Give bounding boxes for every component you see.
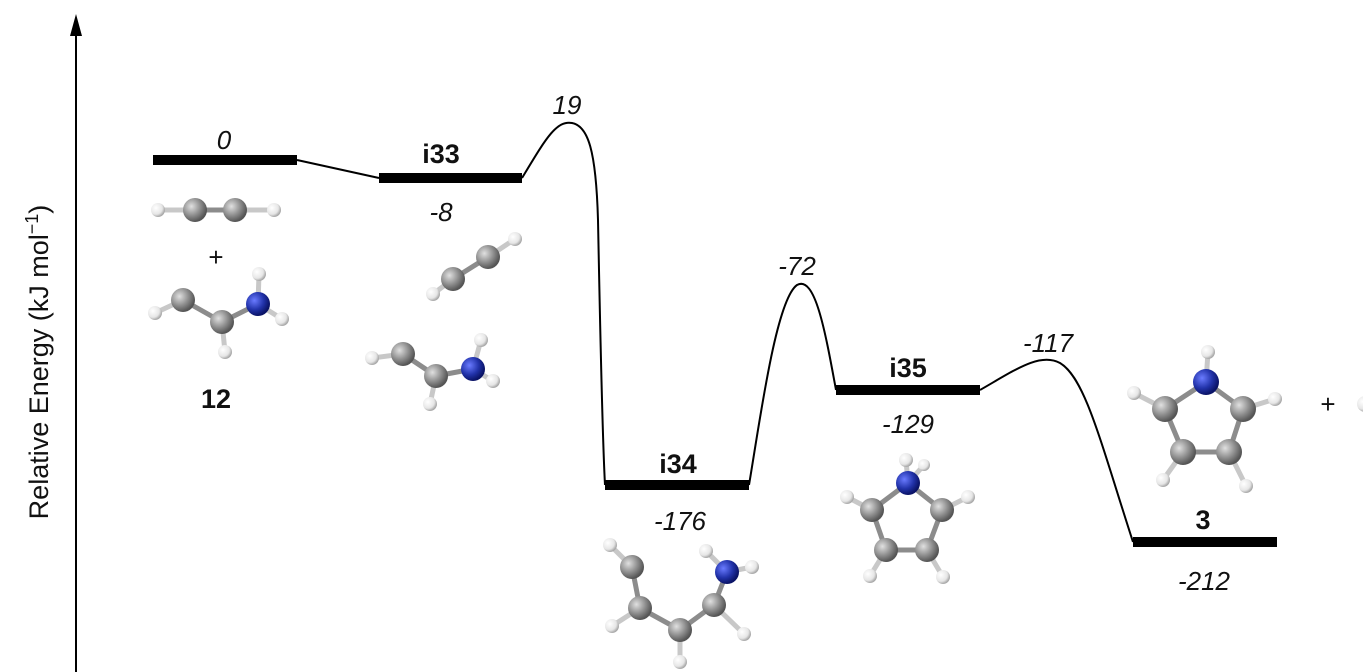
i35-ring-molecule [840,453,975,584]
species-label-i35: i35 [889,353,927,383]
plus-sign-products: + [1320,389,1335,419]
energy-value-i33: -8 [429,197,453,227]
energy-value-ts2: -72 [778,251,816,281]
plus-sign-reactants: + [208,242,223,272]
connector-12-i33 [296,159,380,179]
coproduct-atom-partial [1357,396,1363,412]
species-label-3: 3 [1195,505,1210,535]
energy-value-i34: -176 [654,506,707,536]
vinylamine-molecule-reactant [148,267,289,359]
i33-complex-molecule [365,232,522,411]
energy-value-ts1: 19 [553,90,582,120]
energy-value-12: 0 [217,125,232,155]
y-axis-label: Relative Energy (kJ mol−1) [22,205,54,520]
energy-value-ts3: -117 [1023,328,1075,358]
species-label-i34: i34 [659,449,697,479]
acetylene-molecule-reactant [151,198,281,222]
ts-barrier-2 [748,282,837,486]
species-label-12: 12 [201,384,231,414]
ts-barrier-1 [521,121,606,486]
species-label-i33: i33 [422,139,460,169]
i34-chain-molecule [603,538,759,669]
y-axis-arrowhead [70,14,82,36]
pyrrole-molecule-product [1127,345,1282,493]
ts-barrier-3 [979,358,1134,543]
energy-value-3: -212 [1178,566,1231,596]
energy-value-i35: -129 [882,409,934,439]
